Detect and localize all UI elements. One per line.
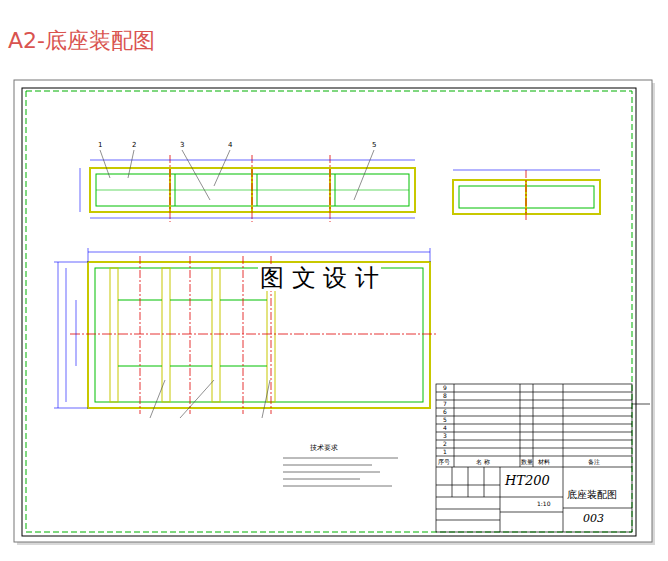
watermark: 图 文 设 计	[258, 265, 381, 291]
callout-number: 1	[96, 141, 104, 150]
row-number: 3	[443, 433, 447, 439]
row-number: 8	[443, 393, 447, 399]
callout-number: 4	[226, 141, 234, 150]
page-heading: A2-底座装配图	[8, 30, 155, 52]
callout-number: 5	[370, 141, 378, 150]
row-number: 6	[443, 409, 447, 415]
drawing-number: 003	[583, 513, 604, 524]
table-header: 序号	[438, 459, 450, 465]
scale-text: 1:10	[537, 501, 550, 507]
material-code: HT200	[505, 474, 550, 487]
row-number: 1	[443, 449, 447, 455]
table-header: 名 称	[476, 459, 490, 465]
drawing-title: 底座装配图	[567, 490, 617, 500]
callout-number: 2	[130, 141, 138, 150]
row-number: 7	[443, 401, 447, 407]
notes-heading: 技术要求	[310, 445, 338, 452]
table-header: 备注	[588, 459, 600, 465]
row-number: 5	[443, 417, 447, 423]
table-header: 材料	[538, 459, 550, 465]
row-number: 2	[443, 441, 447, 447]
row-number: 4	[443, 425, 447, 431]
row-number: 9	[443, 385, 447, 391]
callout-number: 3	[178, 141, 186, 150]
table-header: 数量	[521, 459, 533, 465]
